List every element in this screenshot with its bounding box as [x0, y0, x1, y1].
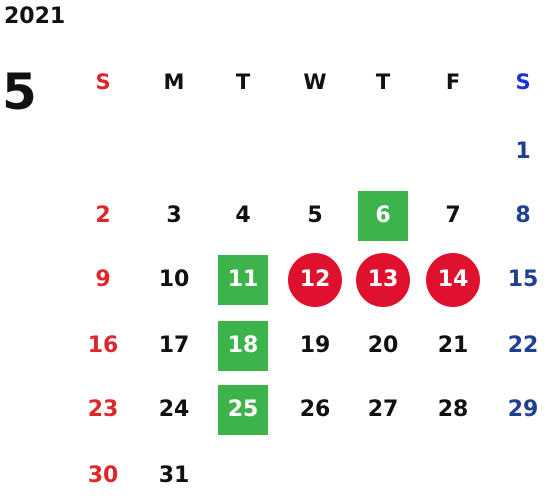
day-cell[interactable]: 17 [158, 333, 190, 358]
day-cell[interactable]: 20 [367, 333, 399, 358]
weekday-sunday: S [95, 69, 111, 94]
day-cell[interactable]: 27 [367, 397, 399, 422]
day-cell[interactable]: 5 [307, 203, 323, 228]
day-cell[interactable]: 24 [158, 397, 190, 422]
day-cell[interactable]: 15 [507, 267, 539, 292]
weekday-saturday: S [515, 69, 531, 94]
weekday-tuesday: T [235, 69, 251, 94]
year-label: 2021 [4, 4, 66, 29]
day-cell[interactable]: 28 [437, 397, 469, 422]
day-cell-green-highlight[interactable]: 25 [208, 385, 278, 435]
day-cell-green-highlight[interactable]: 11 [208, 255, 278, 305]
day-cell[interactable]: 23 [87, 397, 119, 422]
day-cell-green-highlight[interactable]: 18 [208, 321, 278, 371]
day-cell[interactable]: 8 [515, 203, 531, 228]
day-cell[interactable]: 29 [507, 397, 539, 422]
day-cell[interactable]: 21 [437, 333, 469, 358]
weekday-wednesday: W [303, 69, 327, 94]
day-cell[interactable]: 26 [299, 397, 331, 422]
day-cell[interactable]: 10 [158, 267, 190, 292]
day-cell[interactable]: 3 [166, 203, 182, 228]
month-label: 5 [2, 63, 37, 121]
weekday-monday: M [163, 69, 185, 94]
day-cell[interactable]: 31 [158, 463, 190, 488]
day-cell[interactable]: 16 [87, 333, 119, 358]
day-cell[interactable]: 4 [235, 203, 251, 228]
weekday-thursday: T [375, 69, 391, 94]
day-cell-red-highlight[interactable]: 13 [348, 253, 418, 307]
day-cell[interactable]: 19 [299, 333, 331, 358]
day-cell[interactable]: 1 [515, 139, 531, 164]
day-cell-green-highlight[interactable]: 6 [348, 191, 418, 241]
day-cell[interactable]: 22 [507, 333, 539, 358]
day-cell[interactable]: 7 [445, 203, 461, 228]
day-cell[interactable]: 9 [95, 267, 111, 292]
day-cell-red-highlight[interactable]: 12 [280, 253, 350, 307]
weekday-friday: F [445, 69, 461, 94]
day-cell[interactable]: 2 [95, 203, 111, 228]
day-cell-red-highlight[interactable]: 14 [418, 253, 488, 307]
day-cell[interactable]: 30 [87, 463, 119, 488]
